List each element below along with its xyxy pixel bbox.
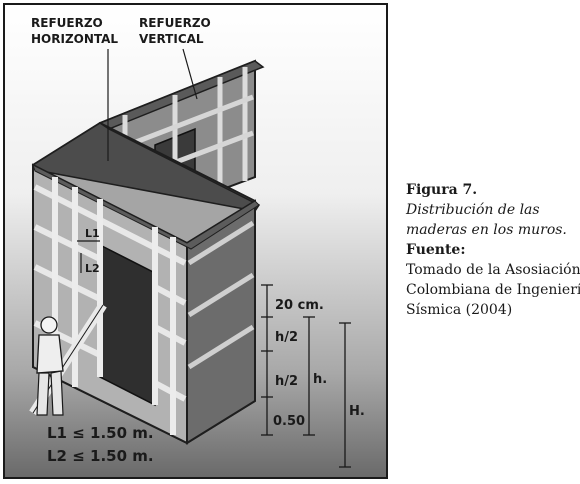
l1-l2-dimension-lines: [77, 240, 100, 273]
label-leaders: [107, 48, 198, 161]
wall-diagram-figure: L1 L2 REFUERZO HORIZONTAL REFUERZO VERTI…: [3, 3, 388, 479]
source-line-2: Colombiana de Ingeniería: [406, 282, 580, 298]
source-line-1: Tomado de la Asosiación: [406, 262, 580, 278]
refuerzo-vertical-label-1: REFUERZO: [139, 16, 211, 30]
dim-h2-bottom-label: h/2: [275, 374, 298, 389]
main-wall-cap: [32, 164, 260, 250]
source-line-3: Sísmica (2004): [406, 302, 513, 318]
worker-torso: [36, 334, 64, 374]
refuerzo-horizontal-label-1: REFUERZO: [31, 16, 103, 30]
dim-h-label: h.: [313, 372, 327, 387]
figure-description-line-2: maderas en los muros.: [406, 222, 567, 238]
dim-H-label: H.: [349, 404, 365, 419]
height-dimension-chain: [261, 284, 351, 468]
refuerzo-vertical-label-2: VERTICAL: [139, 32, 204, 46]
wall-illustration: L1 L2 REFUERZO HORIZONTAL REFUERZO VERTI…: [29, 16, 365, 468]
l2-label: L2: [85, 262, 100, 275]
refuerzo-horizontal-label-2: HORIZONTAL: [31, 32, 118, 46]
figure-caption: Figura 7. Distribución de las maderas en…: [406, 180, 580, 320]
figure-label: Figura 7.: [406, 182, 478, 198]
dim-h2-top-label: h/2: [275, 330, 298, 345]
figure-description-line-1: Distribución de las: [406, 202, 540, 218]
formula-l1: L1 ≤ 1.50 m.: [47, 424, 154, 442]
formula-l2: L2 ≤ 1.50 m.: [47, 447, 154, 465]
source-label: Fuente:: [406, 242, 466, 258]
dim-050-label: 0.50: [273, 414, 305, 429]
end-face-rails: [187, 220, 255, 370]
l1-label: L1: [85, 227, 100, 240]
dim-20cm-label: 20 cm.: [275, 298, 324, 313]
door-opening: [99, 243, 156, 407]
worker-head: [40, 316, 58, 334]
worker-figure: [29, 302, 107, 416]
